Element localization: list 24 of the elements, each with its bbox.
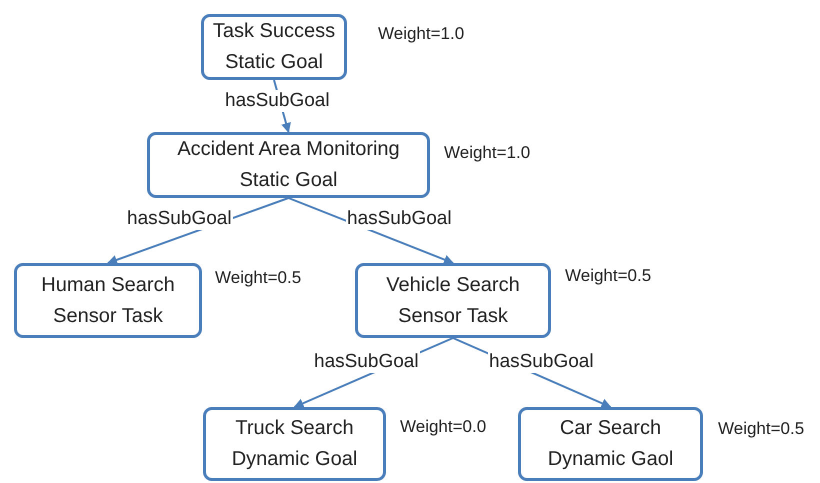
weight-label: Weight=1.0 xyxy=(444,143,530,163)
node-label: Car Search Dynamic Gaol xyxy=(546,416,674,472)
edge-label: hasSubGoal xyxy=(224,90,331,112)
node-label: Truck Search Dynamic Goal xyxy=(230,416,358,472)
goal-box xyxy=(355,263,551,338)
goal-box xyxy=(518,407,703,481)
arrow xyxy=(288,197,454,264)
node-label: Human Search Sensor Task xyxy=(40,272,176,328)
edge-label: hasSubGoal xyxy=(346,208,453,230)
edge-label: hasSubGoal xyxy=(126,208,233,230)
weight-label: Weight=0.5 xyxy=(718,419,804,439)
edge-label: hasSubGoal xyxy=(313,351,420,373)
goal-box xyxy=(203,407,386,481)
node-label: Task Success Static Goal xyxy=(212,19,336,75)
goal-box xyxy=(201,14,347,80)
goal-box xyxy=(14,263,202,338)
node-label: Vehicle Search Sensor Task xyxy=(385,272,521,328)
weight-label: Weight=0.5 xyxy=(565,266,652,286)
goal-box xyxy=(147,132,430,198)
weight-label: Weight=0.0 xyxy=(400,417,486,437)
weight-label: Weight=0.5 xyxy=(215,268,302,288)
edge-label: hasSubGoal xyxy=(488,351,595,373)
weight-label: Weight=1.0 xyxy=(378,24,464,44)
node-label: Accident Area Monitoring Static Goal xyxy=(176,137,401,193)
